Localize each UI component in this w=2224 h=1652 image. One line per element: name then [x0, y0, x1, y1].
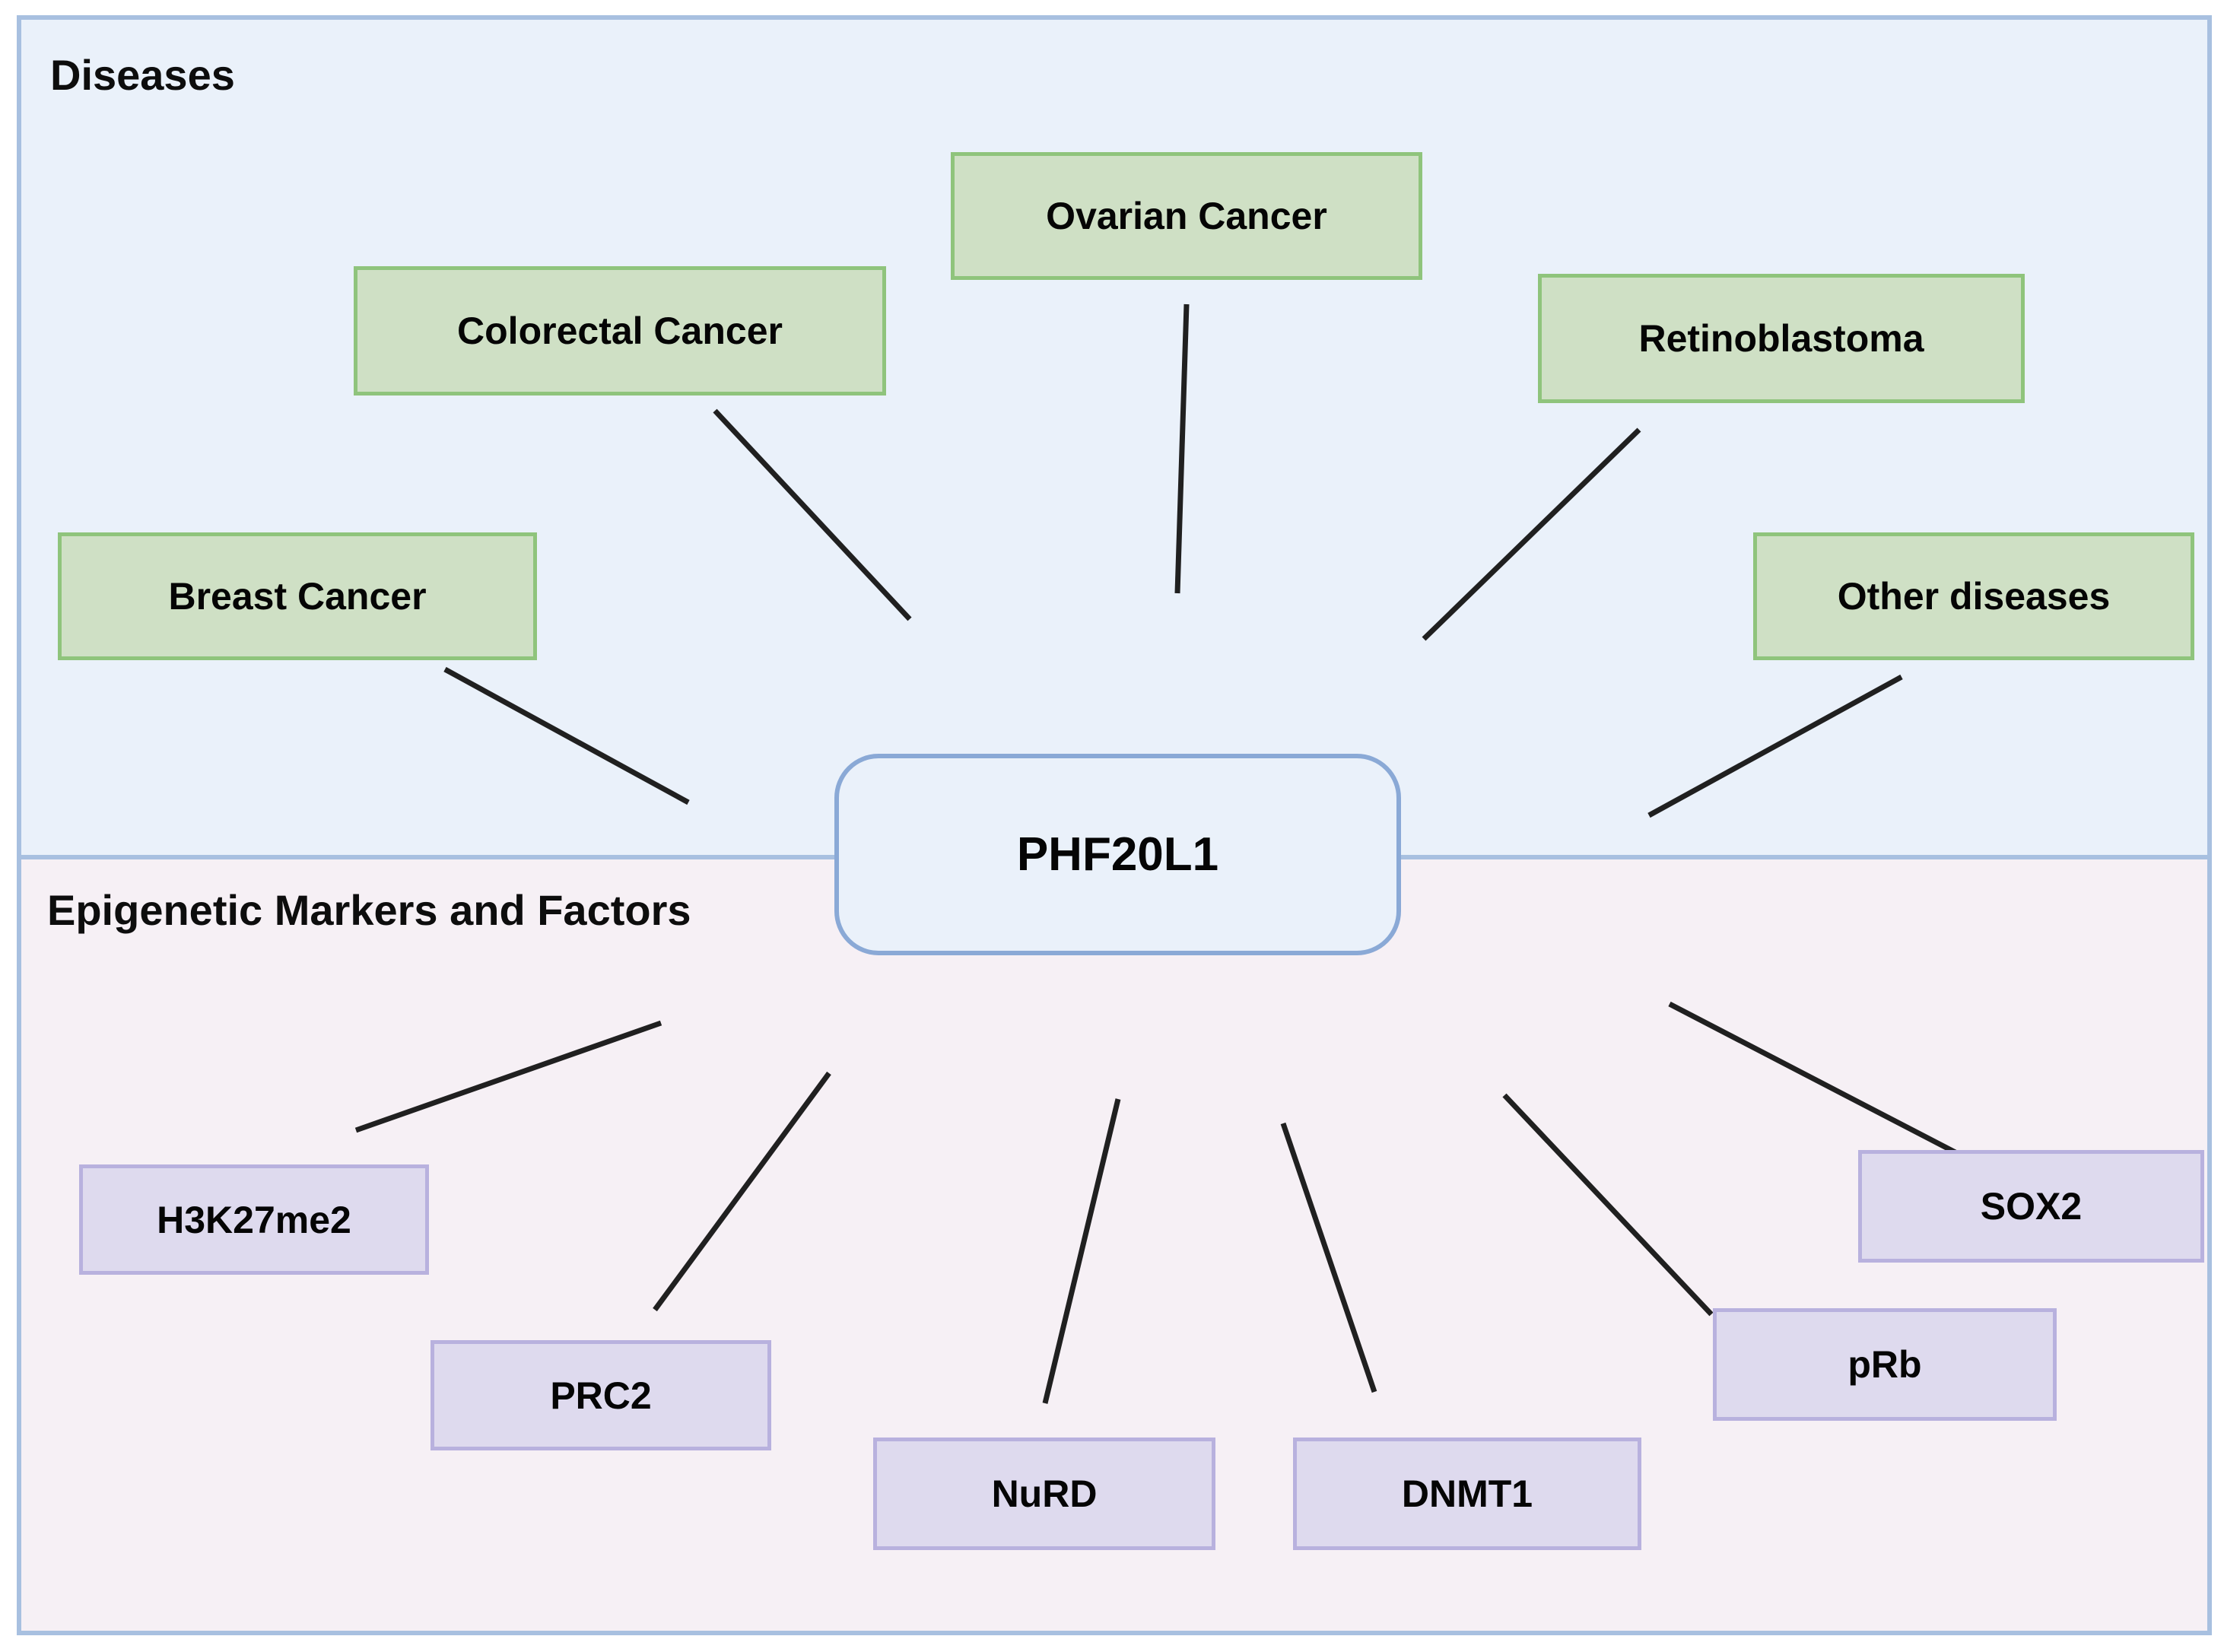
node-h3k27me2[interactable]: H3K27me2 [79, 1164, 429, 1275]
node-breast-cancer[interactable]: Breast Cancer [58, 532, 537, 660]
node-ovarian-cancer[interactable]: Ovarian Cancer [951, 152, 1422, 280]
node-nurd[interactable]: NuRD [873, 1438, 1215, 1550]
node-colorectal-cancer-label: Colorectal Cancer [457, 310, 783, 352]
node-sox2-label: SOX2 [1980, 1185, 2083, 1228]
node-prc2[interactable]: PRC2 [431, 1340, 771, 1450]
node-dnmt1-label: DNMT1 [1401, 1473, 1533, 1515]
node-retinoblastoma[interactable]: Retinoblastoma [1538, 274, 2025, 403]
node-sox2[interactable]: SOX2 [1858, 1150, 2204, 1263]
node-ovarian-cancer-label: Ovarian Cancer [1046, 195, 1327, 237]
node-nurd-label: NuRD [991, 1473, 1098, 1515]
node-other-diseases-label: Other diseases [1837, 575, 2111, 618]
node-other-diseases[interactable]: Other diseases [1753, 532, 2194, 660]
node-breast-cancer-label: Breast Cancer [168, 575, 427, 618]
node-retinoblastoma-label: Retinoblastoma [1638, 317, 1924, 360]
node-phf20l1-center[interactable]: PHF20L1 [834, 754, 1401, 955]
node-colorectal-cancer[interactable]: Colorectal Cancer [354, 266, 886, 396]
node-prb-label: pRb [1848, 1343, 1922, 1386]
node-dnmt1[interactable]: DNMT1 [1293, 1438, 1641, 1550]
node-phf20l1-label: PHF20L1 [1016, 828, 1219, 881]
node-h3k27me2-label: H3K27me2 [157, 1198, 351, 1241]
panel-diseases: Diseases [17, 15, 2212, 859]
panel-diseases-title: Diseases [50, 51, 235, 99]
node-prb[interactable]: pRb [1713, 1308, 2057, 1421]
panel-epigenetic-title: Epigenetic Markers and Factors [47, 886, 691, 934]
node-prc2-label: PRC2 [550, 1374, 652, 1417]
